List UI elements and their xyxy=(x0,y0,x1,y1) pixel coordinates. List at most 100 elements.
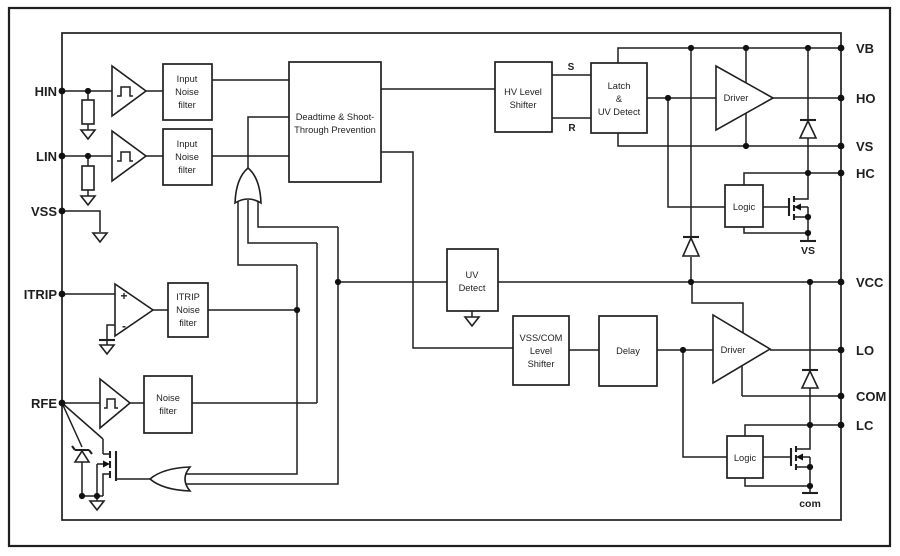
block-label: Shifter xyxy=(528,359,555,369)
junction-dots xyxy=(78,44,814,500)
net-driver-low xyxy=(691,282,841,397)
pin-com: COM xyxy=(837,389,886,404)
lin-schmitt-buffer xyxy=(111,129,148,183)
net-deadtime-out xyxy=(381,88,513,349)
rfe-noise-filter-block: Noise filter xyxy=(143,375,193,434)
com-terminal: com xyxy=(799,491,821,510)
rfe-zener-diode-icon xyxy=(71,445,93,463)
block-label: Noise xyxy=(176,305,200,315)
ground-icon xyxy=(88,500,106,512)
hin-schmitt-buffer xyxy=(111,64,148,118)
net-set-reset xyxy=(552,74,591,119)
blocks: Input Noise filter Input Noise filter De… xyxy=(143,61,775,479)
reset-label: R xyxy=(568,123,576,134)
itrip-comparator: + - xyxy=(114,282,155,338)
ground-icon xyxy=(79,195,97,207)
pin-hin: HIN xyxy=(35,84,66,99)
net-itrip xyxy=(62,293,297,345)
pin-label: LO xyxy=(856,343,874,358)
pin-label: COM xyxy=(856,389,886,404)
block-label: HV Level xyxy=(504,87,542,97)
hin-pulldown-resistor xyxy=(81,99,95,125)
ic-boundary xyxy=(61,32,842,521)
net-vb xyxy=(617,47,841,63)
hc-mosfet-icon xyxy=(787,196,801,220)
net-rfe-clamp xyxy=(61,402,150,501)
pin-vs: VS xyxy=(837,139,874,154)
uv-detect-block: UV Detect xyxy=(446,248,499,312)
block-label: Shifter xyxy=(510,100,537,110)
hysteresis-icon xyxy=(104,398,118,409)
net-vcc xyxy=(338,281,841,317)
logic-low-block: Logic xyxy=(726,435,764,479)
net-vss xyxy=(62,210,101,232)
pin-lin: LIN xyxy=(36,149,66,164)
vs-terminal: VS xyxy=(800,239,816,257)
lin-input-noise-filter-block: Input Noise filter xyxy=(162,128,213,186)
net-hc xyxy=(743,48,841,185)
hysteresis-icon xyxy=(117,86,133,97)
net-or-shutdown xyxy=(247,116,289,168)
lc-mosfet-icon xyxy=(789,446,803,470)
block-label: UV Detect xyxy=(598,107,641,117)
driver-low-block: Driver xyxy=(712,313,772,385)
logic-high-block: Logic xyxy=(724,184,764,228)
block-label: Logic xyxy=(733,202,756,212)
driver-high-block: Driver xyxy=(715,64,775,132)
vs-terminal-label: VS xyxy=(801,245,815,257)
bootstrap-diode-icon xyxy=(681,235,701,257)
ground-icon xyxy=(463,316,481,328)
deadtime-block: Deadtime & Shoot- Through Prevention xyxy=(288,61,382,183)
rfe-mosfet-icon xyxy=(103,451,118,481)
ground-icon xyxy=(79,129,97,141)
hc-clamp-diode-icon xyxy=(798,118,818,139)
ground-icon xyxy=(98,344,116,356)
wires xyxy=(61,47,841,501)
pin-itrip: ITRIP xyxy=(24,287,66,302)
symbols: + - xyxy=(71,64,821,512)
set-label: S xyxy=(568,62,575,73)
net-or-inputs xyxy=(237,200,338,266)
pin-label: LIN xyxy=(36,149,57,164)
block-label: Deadtime & Shoot- xyxy=(296,112,375,122)
hysteresis-icon xyxy=(117,151,133,162)
block-label: ITRIP xyxy=(176,292,200,302)
left-pins: HIN LIN VSS ITRIP RFE xyxy=(24,84,66,411)
block-label: Input xyxy=(177,139,198,149)
itrip-noise-filter-block: ITRIP Noise filter xyxy=(167,282,209,338)
com-terminal-label: com xyxy=(799,498,821,510)
block-label: Input xyxy=(177,74,198,84)
pin-ho: HO xyxy=(837,91,876,106)
net-fault-risers xyxy=(186,227,339,485)
rfe-schmitt-buffer xyxy=(99,377,132,430)
block-label: Detect xyxy=(459,283,486,293)
pin-label: VS xyxy=(856,139,874,154)
block-label: filter xyxy=(178,165,196,175)
block-label: Noise xyxy=(156,393,180,403)
pin-label: HO xyxy=(856,91,876,106)
block-label: Logic xyxy=(734,453,757,463)
block-label: Delay xyxy=(616,346,640,356)
block-label: VSS/COM xyxy=(520,333,563,343)
rfe-or-gate xyxy=(148,466,192,492)
pin-hc: HC xyxy=(837,166,875,181)
pin-vcc: VCC xyxy=(837,275,884,290)
block-label: Noise xyxy=(175,87,199,97)
ground-icon xyxy=(91,232,109,244)
net-lc-logic-in xyxy=(682,350,727,458)
vss-com-level-shifter-block: VSS/COM Level Shifter xyxy=(512,315,570,386)
pin-lc: LC xyxy=(837,418,874,433)
block-label: Driver xyxy=(724,93,749,103)
net-vs xyxy=(617,133,841,147)
shutdown-or-gate xyxy=(234,166,262,205)
block-label: Latch xyxy=(608,81,631,91)
block-label: Level xyxy=(530,346,552,356)
latch-uv-detect-block: Latch & UV Detect xyxy=(590,62,648,134)
net-driver-high xyxy=(745,48,841,146)
pin-label: LC xyxy=(856,418,874,433)
pin-vss: VSS xyxy=(31,204,66,219)
pin-vb: VB xyxy=(837,41,874,56)
block-label: Driver xyxy=(721,345,746,355)
